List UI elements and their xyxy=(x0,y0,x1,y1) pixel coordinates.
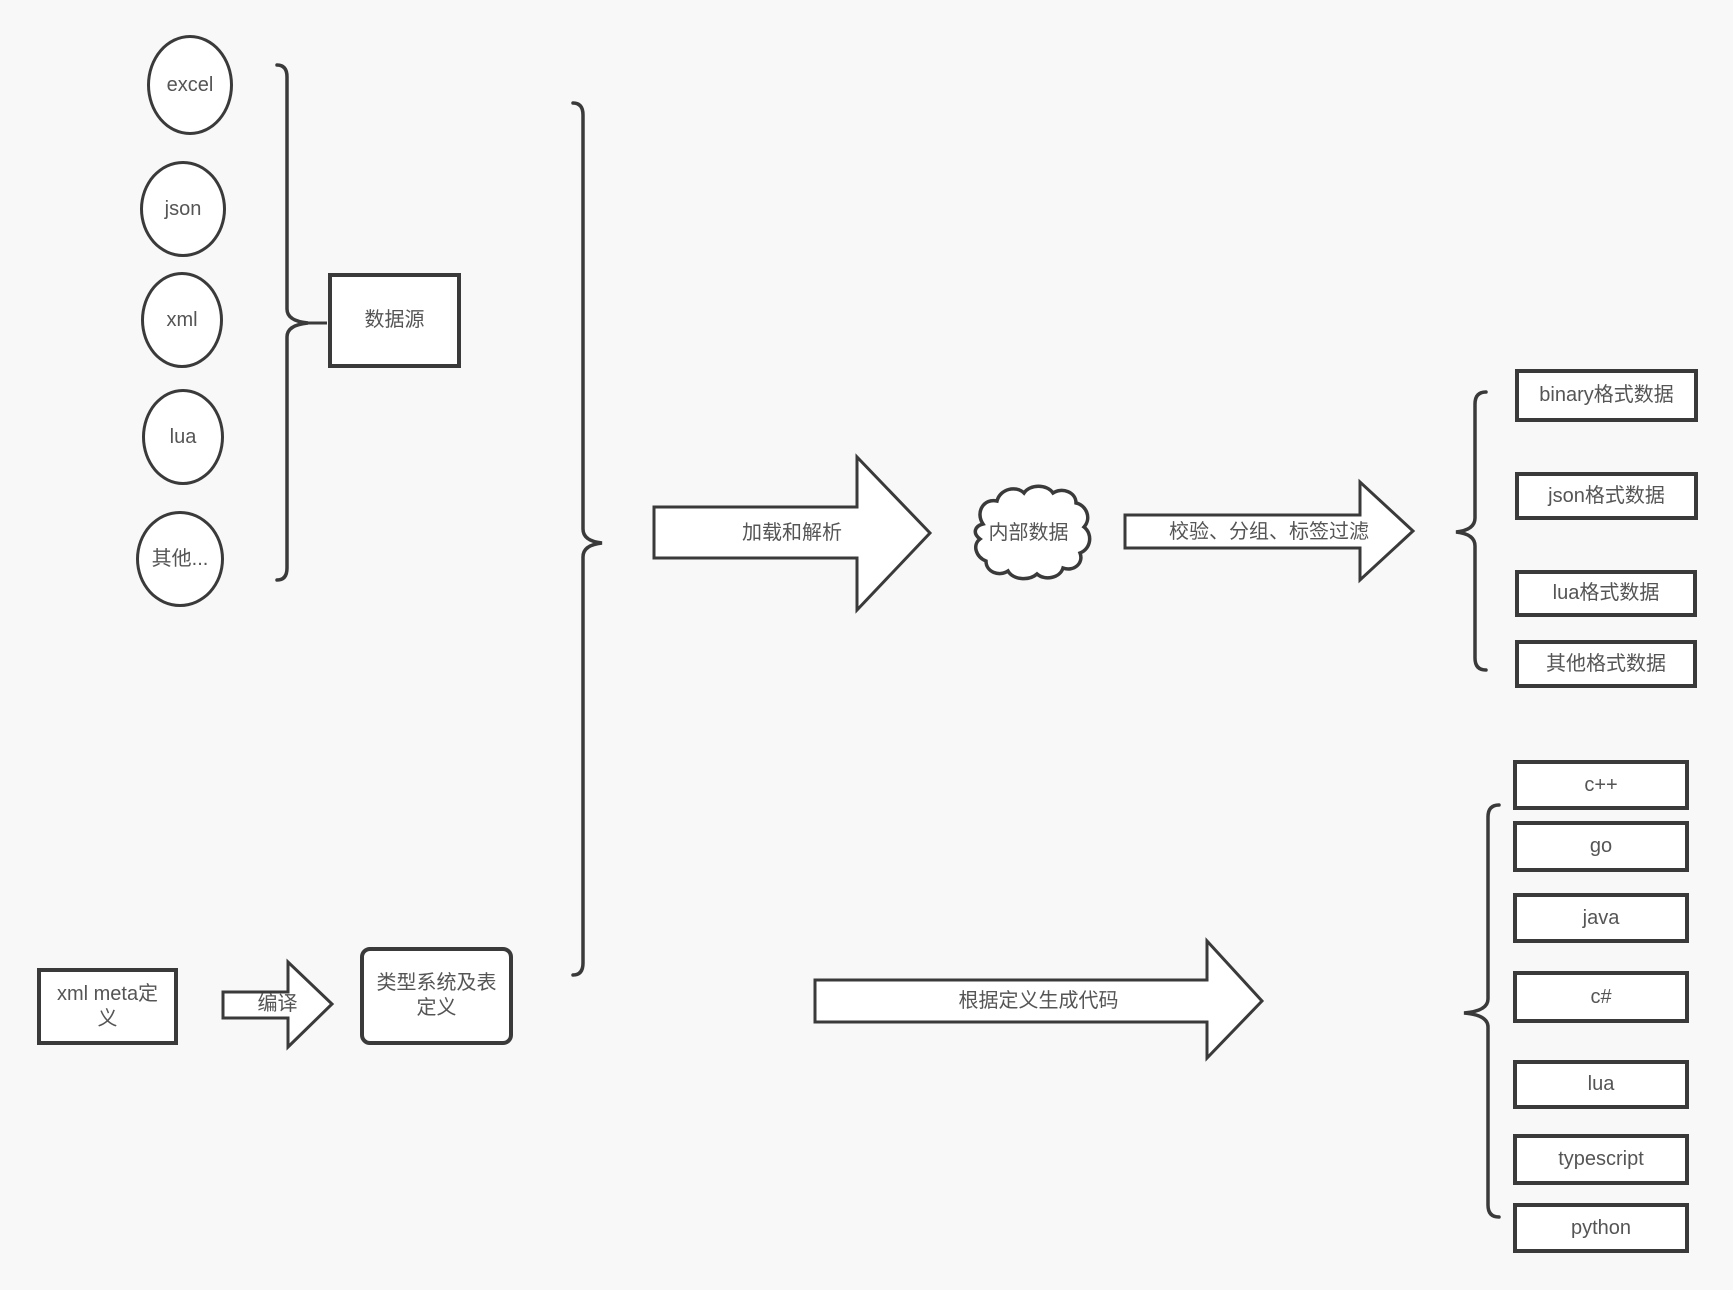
language-box-typescript: typescript xyxy=(1513,1134,1689,1185)
source-node-label: xml xyxy=(166,308,198,331)
xml-meta-box: xml meta定义 xyxy=(37,968,178,1045)
language-box-label: c++ xyxy=(1584,773,1618,796)
data-source-box-label: 数据源 xyxy=(364,309,425,331)
source-node-xml: xml xyxy=(141,272,223,368)
source-node-label: json xyxy=(164,197,202,220)
format-box-label: binary格式数据 xyxy=(1539,384,1674,406)
language-box-label: lua xyxy=(1587,1073,1615,1095)
source-node-lua: lua xyxy=(142,389,224,485)
format-box-other: 其他格式数据 xyxy=(1515,640,1697,688)
sources-brace xyxy=(275,63,309,582)
compile-arrow xyxy=(221,958,335,1051)
main-brace xyxy=(571,101,603,977)
language-box-csharp: c# xyxy=(1513,971,1689,1023)
language-box-label: go xyxy=(1589,835,1613,857)
type-system-box-label: 类型系统及表定义 xyxy=(376,972,497,1019)
source-node-other: 其他... xyxy=(136,511,224,607)
language-box-label: java xyxy=(1582,906,1620,929)
source-node-label: excel xyxy=(166,73,214,96)
language-box-cpp: c++ xyxy=(1513,760,1689,810)
type-system-box: 类型系统及表定义 xyxy=(360,947,513,1045)
languages-brace xyxy=(1463,803,1501,1219)
language-box-python: python xyxy=(1513,1203,1689,1253)
source-node-excel: excel xyxy=(147,35,233,135)
formats-brace xyxy=(1455,390,1488,672)
internal-data-cloud xyxy=(973,484,1092,581)
source-node-label: lua xyxy=(169,425,197,448)
format-box-binary: binary格式数据 xyxy=(1515,369,1698,422)
filter-arrow xyxy=(1123,478,1416,584)
language-box-label: typescript xyxy=(1558,1148,1644,1170)
generate-code-arrow xyxy=(813,937,1265,1062)
format-box-label: lua格式数据 xyxy=(1552,582,1660,604)
language-box-label: python xyxy=(1570,1216,1632,1239)
data-source-box: 数据源 xyxy=(328,273,461,368)
language-box-lua: lua xyxy=(1513,1060,1689,1109)
load-parse-arrow xyxy=(652,453,933,614)
xml-meta-box-label: xml meta定义 xyxy=(56,982,159,1030)
format-box-label: json格式数据 xyxy=(1548,484,1665,507)
source-node-json: json xyxy=(140,161,226,257)
language-box-go: go xyxy=(1513,821,1689,872)
language-box-label: c# xyxy=(1590,985,1612,1008)
language-box-java: java xyxy=(1513,893,1689,943)
source-node-label: 其他... xyxy=(151,547,209,570)
format-box-label: 其他格式数据 xyxy=(1546,652,1666,675)
format-box-json: json格式数据 xyxy=(1515,472,1698,520)
format-box-lua: lua格式数据 xyxy=(1515,570,1697,617)
